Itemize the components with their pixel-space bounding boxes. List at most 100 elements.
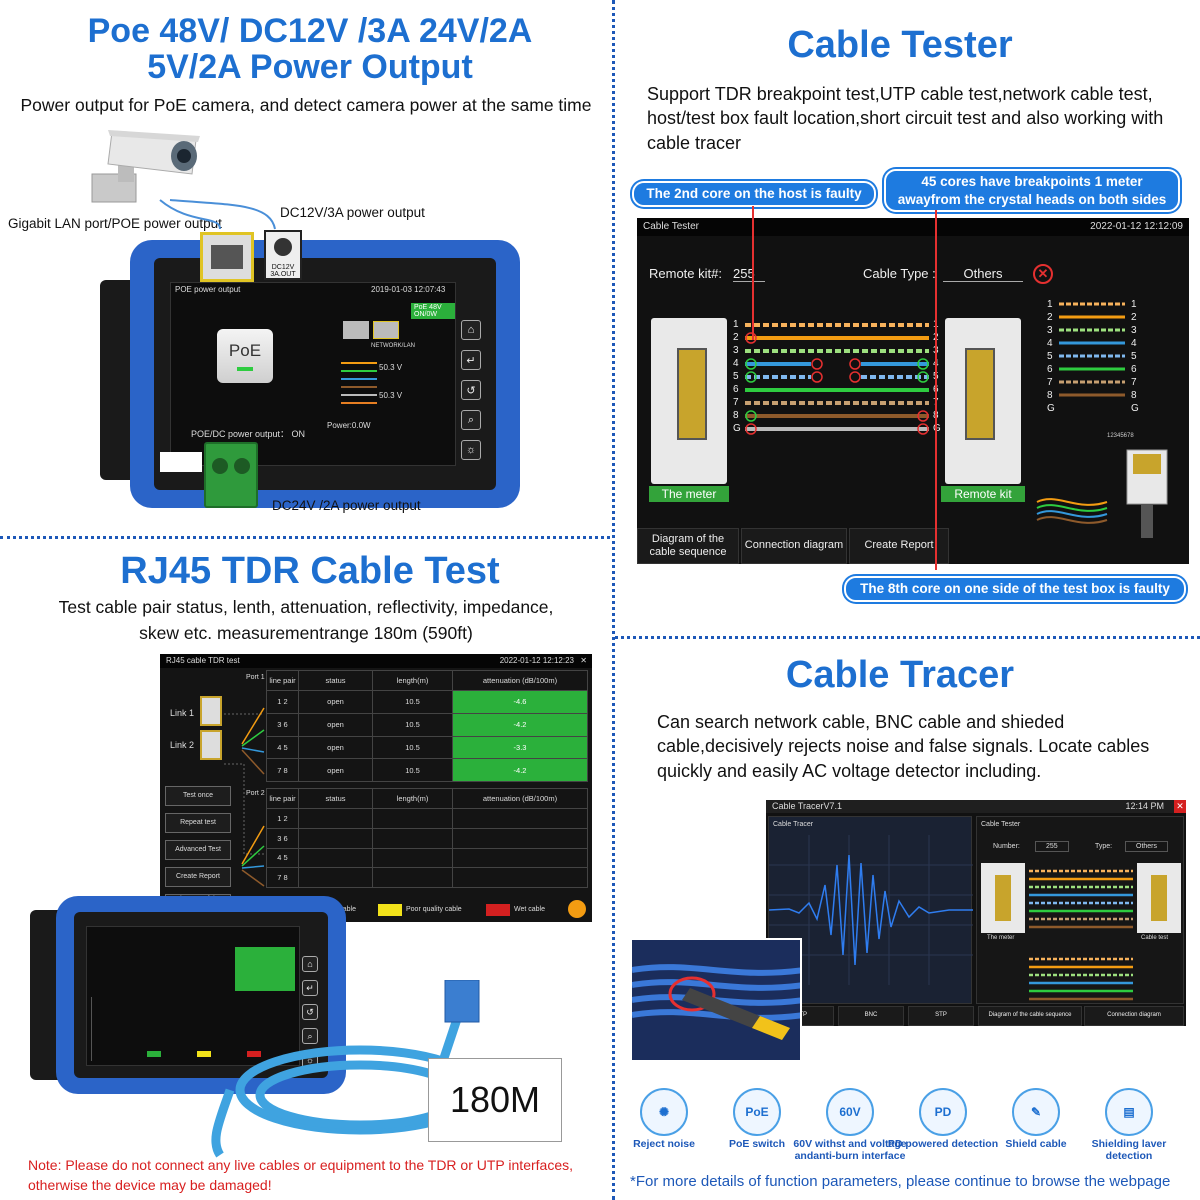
empty-cell: [452, 808, 588, 829]
pin-number: 8: [1047, 390, 1053, 401]
tdr-status-time: 2022-01-12 12:12:23: [499, 656, 574, 665]
port1-table: line pair status length(m) attenuation (…: [266, 670, 588, 782]
pin-number: 5: [1131, 351, 1137, 362]
feature-label: PD powered detection: [887, 1138, 999, 1150]
table-row: 3 6: [266, 827, 588, 849]
tab-bnc[interactable]: BNC: [838, 1006, 904, 1026]
tab-stp[interactable]: STP: [908, 1006, 974, 1026]
small-back-button[interactable]: ↺: [302, 1004, 318, 1020]
header-attenuation: attenuation (dB/100m): [452, 788, 588, 809]
dc24-label: DC24V /2A power output: [272, 498, 421, 513]
pair-cell: 3 6: [266, 712, 299, 737]
small-legend-good: [147, 1051, 161, 1057]
poe-subtitle: Power output for PoE camera, and detect …: [20, 95, 592, 115]
tdr-close-icon[interactable]: ✕: [580, 656, 587, 665]
tracer-time: 12:14 PM: [1125, 801, 1164, 811]
pin-number: 8: [1131, 390, 1137, 401]
tracer-sequence-button[interactable]: Diagram of the cable sequence: [978, 1006, 1082, 1026]
feature-label: Shield cable: [1005, 1138, 1067, 1150]
voltage-2: 50.3 V: [379, 391, 403, 400]
small-legend-poor: [197, 1051, 211, 1057]
tester-status-bar: Cable Tester 2022-01-12 12:12:09: [637, 218, 1189, 236]
tdr-description-2: skew etc. measurementrange 180m (590ft): [139, 623, 473, 643]
pin-number: 8: [733, 410, 739, 421]
poe-status-badge: PoE 48V ON/0W: [411, 303, 455, 319]
remote-connector: [945, 318, 1021, 484]
legend-poor: Poor quality cable: [406, 906, 462, 913]
tdr-button-advanced-test[interactable]: Advanced Test: [165, 840, 231, 860]
pin-number: 4: [1131, 338, 1137, 349]
small-home-button[interactable]: ⌂: [302, 956, 318, 972]
callout-host-fault: The 2nd core on the host is faulty: [632, 181, 876, 207]
small-zoom-button[interactable]: ⌕: [302, 1028, 318, 1044]
tracer-test-label: Cable test: [1141, 935, 1169, 941]
close-icon[interactable]: ✕: [1033, 264, 1053, 284]
connection-diagram-button[interactable]: Connection diagram: [741, 528, 847, 564]
enter-button[interactable]: ↵: [461, 350, 481, 370]
small-enter-button[interactable]: ↵: [302, 980, 318, 996]
tdr-screen: RJ45 cable TDR test 2022-01-12 12:12:23 …: [160, 654, 592, 922]
poe-toggle-button[interactable]: PoE: [217, 329, 273, 383]
feature-label: Shielding laver detection: [1091, 1138, 1167, 1163]
poe-output-status: POE/DC power output： ON: [191, 429, 306, 439]
light-button[interactable]: ☼: [461, 440, 481, 460]
shielding-layer-icon: ▤: [1105, 1088, 1153, 1136]
attenuation-cell: -4.6: [452, 690, 588, 714]
pair-cell: 1 2: [266, 690, 299, 714]
pin-number: 2: [733, 332, 739, 343]
tracer-description: Can search network cable, BNC cable and …: [657, 712, 1150, 781]
tdr-button-repeat-test[interactable]: Repeat test: [165, 813, 231, 833]
tracer-panel: Cable Tracer: [768, 816, 973, 1004]
warning-note-line1: Note: Please do not connect any live cab…: [28, 1157, 573, 1173]
pin-number: 3: [1131, 325, 1137, 336]
port2-label: Port 2: [246, 790, 265, 797]
empty-cell: [372, 867, 453, 888]
poe-screen-title: POE power output: [175, 285, 241, 294]
back-button[interactable]: ↺: [461, 380, 481, 400]
type-label: Type:: [1095, 843, 1113, 850]
pin-number: 6: [1131, 364, 1137, 375]
host-fault-pointer: [752, 206, 754, 340]
vertical-divider: [612, 0, 615, 1200]
tracer-connection-button[interactable]: Connection diagram: [1084, 1006, 1184, 1026]
length-cell: 10.5: [372, 758, 453, 782]
empty-cell: [452, 847, 588, 869]
feature-label: PoE switch: [728, 1138, 785, 1150]
tdr-button-create-report[interactable]: Create Report: [165, 867, 231, 887]
home-button[interactable]: ⌂: [461, 320, 481, 340]
link1-label: Link 1: [170, 708, 195, 718]
pin-number: 6: [733, 384, 739, 395]
pair-cell: 7 8: [266, 758, 299, 782]
status-cell: open: [298, 690, 373, 714]
help-icon[interactable]: [568, 900, 586, 918]
warning-note: Note: Please do not connect any live cab…: [28, 1156, 573, 1195]
zoom-button[interactable]: ⌕: [461, 410, 481, 430]
callout-breakpoint: 45 cores have breakpoints 1 meter awayfr…: [884, 169, 1180, 213]
port2-table: line pair status length(m) attenuation (…: [266, 788, 588, 888]
tdr-button-test-once[interactable]: Test once: [165, 786, 231, 806]
empty-cell: [298, 847, 373, 869]
poe-switch-icon: PoE: [733, 1088, 781, 1136]
tracer-probe-photo: [630, 938, 802, 1062]
pin-number: 2: [1047, 312, 1053, 323]
pin-number: 6: [1047, 364, 1053, 375]
empty-cell: [372, 827, 453, 849]
pin-number: 2: [1131, 312, 1137, 323]
create-report-button[interactable]: Create Report: [849, 528, 949, 564]
pin-map-diagram: [1059, 302, 1125, 397]
length-cell: 10.5: [372, 690, 453, 714]
remote-kit-label: Remote kit#:: [649, 266, 722, 281]
diagram-sequence-button[interactable]: Diagram of the cable sequence: [637, 528, 739, 564]
type-value: Others: [1125, 841, 1169, 852]
power-reading: Power:0.0W: [327, 421, 371, 430]
length-badge: 180M: [428, 1058, 562, 1142]
network-port-icon: [343, 321, 369, 339]
empty-cell: [372, 847, 453, 869]
tester-description: Support TDR breakpoint test,UTP cable te…: [647, 84, 1164, 153]
tracer-close-icon[interactable]: ✕: [1174, 800, 1186, 813]
attenuation-cell: -3.3: [452, 735, 588, 760]
pair-cell: 3 6: [266, 827, 299, 849]
tracer-wire-lines: [1029, 869, 1133, 1001]
